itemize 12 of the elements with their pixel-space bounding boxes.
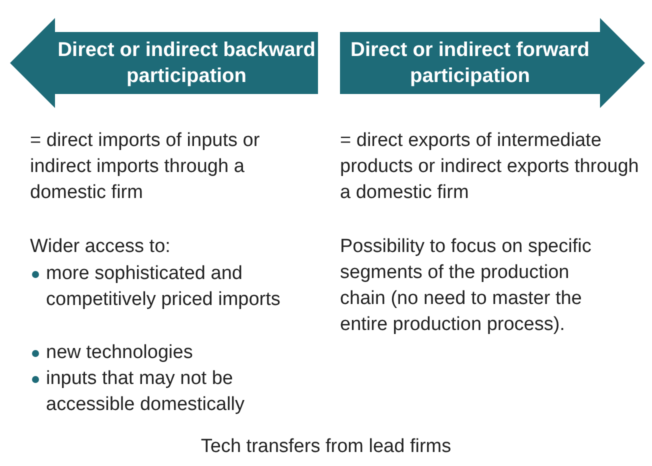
list-heading: Wider access to: bbox=[30, 235, 172, 259]
definition-text: = direct imports of inputs or indirect imports through a domestic firm bbox=[30, 129, 261, 205]
description-text: Possibility to focus on specific segments of the production chain (no need to master the entire production process). bbox=[340, 235, 592, 337]
bullet-item: more sophisticated and competitively priced imports bbox=[30, 261, 320, 313]
banner-text: Direct or indirect backward participation bbox=[56, 38, 316, 89]
caption: Tech transfers from lead firms bbox=[200, 435, 452, 459]
arrow-banner bbox=[10, 18, 318, 108]
bullet-item: new technologies bbox=[30, 340, 320, 366]
bullet-item: inputs that may not be accessible domestically bbox=[30, 366, 320, 418]
banner-text: Direct or indirect forward participation bbox=[350, 38, 590, 89]
arrow-banner bbox=[340, 18, 645, 108]
definition-text: = direct exports of intermediate products or indirect exports through a domestic firm bbox=[340, 129, 640, 205]
